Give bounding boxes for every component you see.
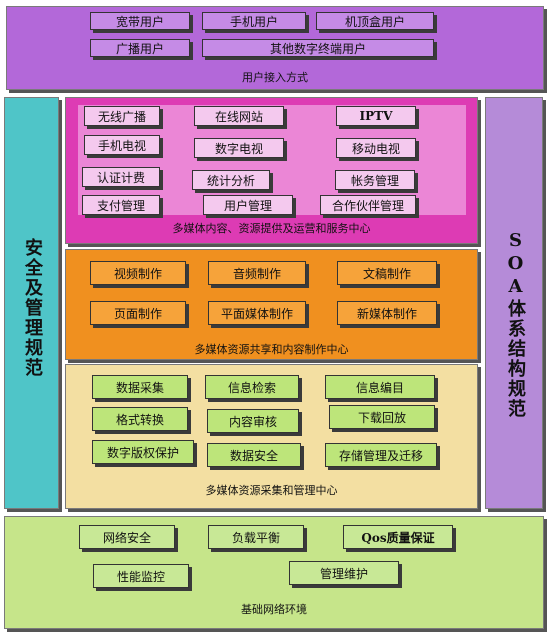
soa-label: SOA体系结构规范	[505, 230, 526, 419]
collection-item-data-collection: 数据采集	[92, 375, 188, 399]
media-item-iptv: IPTV	[336, 106, 416, 126]
collection-item-drm: 数字版权保护	[92, 440, 194, 464]
network-item-performance-monitoring: 性能监控	[93, 564, 189, 588]
network-layer: 网络安全 负载平衡 Qos质量保证 性能监控 管理维护 基础网络环境	[4, 516, 544, 629]
media-item-mobile-television: 移动电视	[336, 138, 416, 158]
content-production-center: 视频制作 音频制作 文稿制作 页面制作 平面媒体制作 新媒体制作 多媒体资源共享…	[65, 249, 478, 360]
media-item-accounting: 帐务管理	[335, 170, 415, 190]
media-item-online-site: 在线网站	[194, 106, 284, 126]
access-item-other-terminal: 其他数字终端用户	[202, 39, 434, 57]
media-item-statistics: 统计分析	[192, 170, 270, 190]
collection-item-cataloging: 信息编目	[325, 375, 435, 399]
access-layer: 宽带用户 手机用户 机顶盒用户 广播用户 其他数字终端用户 用户接入方式	[6, 6, 544, 90]
access-item-broadband: 宽带用户	[90, 12, 190, 30]
access-item-settopbox: 机顶盒用户	[316, 12, 434, 30]
media-item-mobile-tv: 手机电视	[84, 135, 160, 155]
network-item-load-balancing: 负载平衡	[208, 525, 304, 549]
access-item-mobile: 手机用户	[202, 12, 306, 30]
security-management-pillar: 安全及管理规范	[4, 97, 59, 509]
collection-item-content-review: 内容审核	[207, 409, 299, 433]
production-item-audio: 音频制作	[208, 261, 306, 285]
media-item-wireless-broadcast: 无线广播	[84, 106, 160, 126]
production-item-new-media: 新媒体制作	[337, 301, 437, 325]
production-item-page: 页面制作	[90, 301, 186, 325]
network-item-maintenance: 管理维护	[289, 561, 399, 585]
resource-collection-center: 数据采集 信息检索 信息编目 格式转换 内容审核 下载回放 数字版权保护 数据安…	[65, 364, 478, 509]
access-item-broadcast: 广播用户	[90, 39, 190, 57]
soa-pillar: SOA体系结构规范	[485, 97, 543, 509]
collection-item-storage-migration: 存储管理及迁移	[325, 443, 437, 467]
media-item-auth-billing: 认证计费	[82, 167, 160, 187]
collection-item-format-conversion: 格式转换	[92, 407, 188, 431]
media-service-caption: 多媒体内容、资源提供及运营和服务中心	[172, 222, 371, 235]
production-caption: 多媒体资源共享和内容制作中心	[194, 343, 349, 356]
media-item-digital-tv: 数字电视	[194, 138, 284, 158]
production-item-video: 视频制作	[90, 261, 186, 285]
collection-caption: 多媒体资源采集和管理中心	[205, 484, 338, 497]
access-caption: 用户接入方式	[242, 71, 308, 84]
network-caption: 基础网络环境	[241, 603, 307, 616]
media-item-payment: 支付管理	[82, 195, 160, 215]
media-service-center: 无线广播 在线网站 IPTV 手机电视 数字电视 移动电视 认证计费 统计分析 …	[65, 97, 478, 244]
collection-item-info-retrieval: 信息检索	[205, 375, 299, 399]
collection-item-data-security: 数据安全	[207, 443, 301, 467]
production-item-print-media: 平面媒体制作	[208, 301, 306, 325]
collection-item-download-playback: 下载回放	[329, 405, 435, 429]
media-item-partner-management: 合作伙伴管理	[320, 195, 416, 215]
network-item-qos: Qos质量保证	[343, 525, 453, 549]
security-management-label: 安全及管理规范	[22, 238, 43, 378]
network-item-security: 网络安全	[79, 525, 175, 549]
production-item-manuscript: 文稿制作	[337, 261, 437, 285]
media-item-user-management: 用户管理	[203, 195, 293, 215]
